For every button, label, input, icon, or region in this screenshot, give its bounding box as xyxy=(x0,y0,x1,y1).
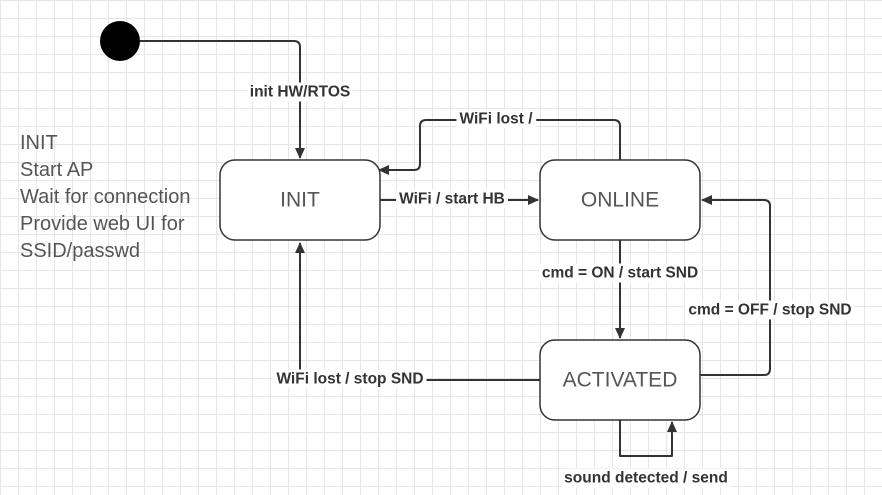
initial-state-dot[interactable] xyxy=(100,21,140,61)
state-activated-label: ACTIVATED xyxy=(563,369,678,392)
note-line: SSID/passwd xyxy=(20,240,141,262)
label-activated-self: sound detected / send xyxy=(561,468,731,488)
init-state-note: INIT Start AP Wait for connection Provid… xyxy=(20,130,190,265)
state-online-label: ONLINE xyxy=(581,189,659,212)
label-start-to-init-text: init HW/RTOS xyxy=(250,84,350,101)
label-online-to-init-text: WiFi lost / xyxy=(459,111,533,128)
state-init-label: INIT xyxy=(280,189,320,212)
edge-activated-to-init[interactable] xyxy=(295,242,540,381)
edge-activated-self-loop[interactable] xyxy=(619,420,677,457)
label-online-to-init: WiFi lost / xyxy=(456,109,537,129)
edge-start-to-init[interactable] xyxy=(140,40,305,159)
state-init[interactable]: INIT xyxy=(219,159,381,241)
label-activated-to-init-text: WiFi lost / stop SND xyxy=(276,371,423,388)
label-activated-to-online: cmd = OFF / stop SND xyxy=(685,300,855,320)
label-activated-to-online-text: cmd = OFF / stop SND xyxy=(688,302,851,319)
label-start-to-init: init HW/RTOS xyxy=(246,82,354,102)
note-line: INIT xyxy=(20,132,58,154)
label-init-to-online-text: WiFi / start HB xyxy=(399,191,505,208)
edge-online-to-init[interactable] xyxy=(378,119,621,175)
label-activated-self-text: sound detected / send xyxy=(564,470,728,487)
state-activated[interactable]: ACTIVATED xyxy=(539,339,701,421)
note-line: Wait for connection xyxy=(20,186,191,208)
note-line: Start AP xyxy=(20,159,94,181)
edge-activated-to-online[interactable] xyxy=(700,195,771,376)
label-online-to-activated-text: cmd = ON / start SND xyxy=(542,265,698,282)
note-line: Provide web UI for xyxy=(20,213,185,235)
label-activated-to-init: WiFi lost / stop SND xyxy=(273,369,427,389)
label-init-to-online: WiFi / start HB xyxy=(396,189,508,209)
label-online-to-activated: cmd = ON / start SND xyxy=(538,263,702,283)
state-online[interactable]: ONLINE xyxy=(539,159,701,241)
